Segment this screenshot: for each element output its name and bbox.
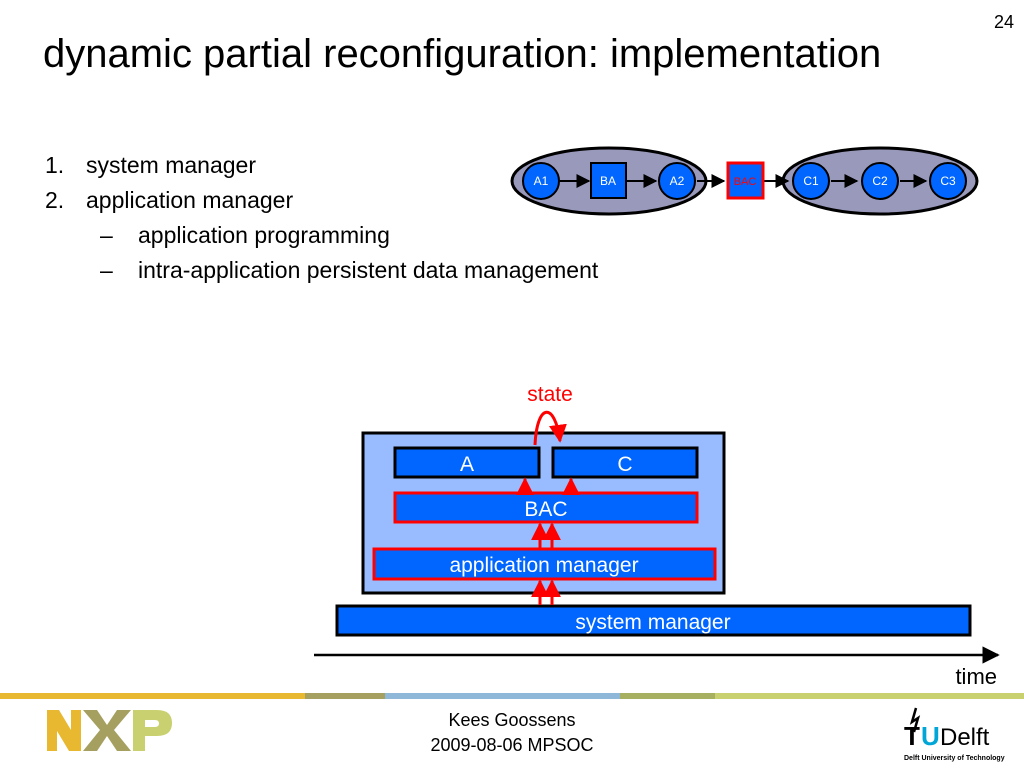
application-manager-bar bbox=[372, 547, 717, 581]
sub-bullet-1: – application programming bbox=[45, 218, 598, 253]
dash-marker: – bbox=[100, 257, 113, 283]
node-a2 bbox=[658, 162, 696, 200]
footer-color-bar bbox=[0, 693, 1024, 699]
system-manager-bar bbox=[335, 604, 972, 637]
slide-title: dynamic partial reconfiguration: impleme… bbox=[43, 32, 882, 76]
page-number: 24 bbox=[993, 12, 1014, 32]
block-a bbox=[393, 446, 541, 479]
bullet-list: 1. system manager 2. application manager… bbox=[45, 148, 598, 288]
bullet-number: 1. bbox=[45, 152, 65, 178]
node-c3 bbox=[929, 162, 967, 200]
bullet-item-1: 1. system manager bbox=[45, 148, 598, 183]
state-arrow bbox=[533, 410, 567, 446]
block-bac-label: BAC bbox=[524, 498, 567, 521]
nxp-logo bbox=[47, 710, 172, 751]
node-c1-label: C1 bbox=[803, 174, 819, 188]
block-c-label: C bbox=[617, 453, 632, 476]
block-a-label: A bbox=[460, 453, 474, 476]
state-label: state bbox=[527, 383, 573, 406]
tudelft-logo: T U Delft Delft University of Technology bbox=[904, 707, 1005, 762]
svg-text:Delft: Delft bbox=[940, 724, 990, 751]
dash-marker: – bbox=[100, 222, 113, 248]
node-c2 bbox=[861, 162, 899, 200]
flame-icon bbox=[909, 707, 921, 733]
svg-text:T: T bbox=[904, 721, 920, 751]
node-a1 bbox=[522, 162, 560, 200]
time-label: time bbox=[955, 664, 997, 689]
footer-date-event: 2009-08-06 MPSOC bbox=[430, 735, 594, 755]
node-ba-label: BA bbox=[600, 174, 616, 188]
stack-diagram: A C BAC application manager system manag… bbox=[314, 383, 1000, 689]
sub-bullet-2: intra-application persistent data manage… bbox=[45, 253, 598, 288]
system-manager-label: system manager bbox=[575, 611, 730, 634]
block-bac bbox=[393, 491, 699, 524]
footer-text: Kees Goossens 2009-08-06 MPSOC bbox=[362, 708, 662, 758]
bullet-text: system manager bbox=[86, 152, 257, 178]
application-manager-label: application manager bbox=[449, 554, 638, 577]
node-c2-label: C2 bbox=[872, 174, 888, 188]
node-a1-label: A1 bbox=[534, 174, 549, 188]
control-arrows bbox=[516, 410, 580, 605]
node-a2-label: A2 bbox=[670, 174, 685, 188]
node-c3-label: C3 bbox=[940, 174, 956, 188]
footer-author: Kees Goossens bbox=[448, 710, 576, 730]
node-ba bbox=[590, 162, 627, 199]
bullet-item-2: 2. application manager bbox=[45, 183, 598, 218]
block-c bbox=[551, 446, 699, 479]
svg-text:U: U bbox=[921, 721, 940, 751]
node-bac bbox=[726, 161, 765, 200]
task-graph: A1 BA A2 BAC C1 C2 C3 bbox=[510, 146, 979, 216]
tud-tagline: Delft University of Technology bbox=[904, 755, 1005, 762]
sub-bullet-text: application programming bbox=[138, 222, 390, 248]
bullet-number: 2. bbox=[45, 187, 65, 213]
node-c1 bbox=[792, 162, 830, 200]
bullet-text: application manager bbox=[86, 187, 294, 213]
sub-bullet-text: intra-application persistent data manage… bbox=[138, 257, 599, 283]
node-bac-label: BAC bbox=[734, 176, 757, 188]
